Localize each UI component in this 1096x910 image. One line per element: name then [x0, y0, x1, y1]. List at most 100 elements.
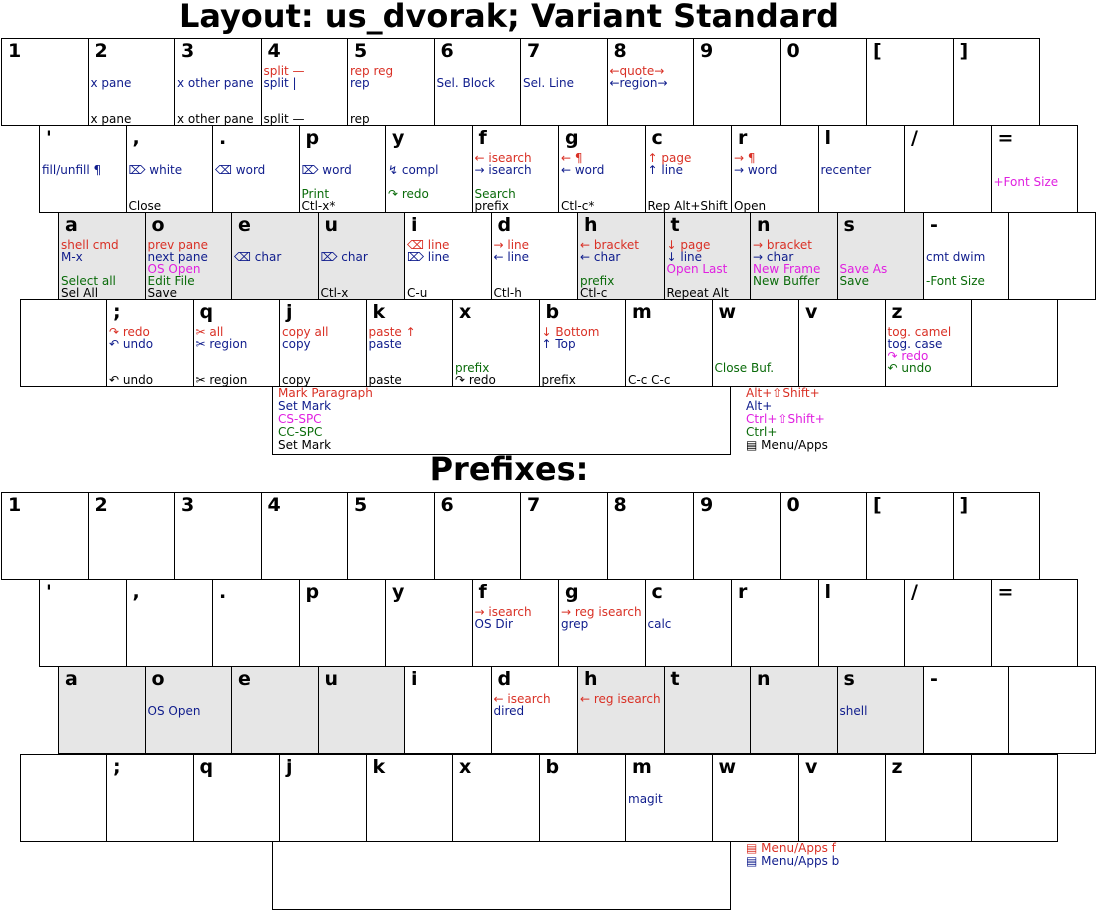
- prefix-key-j: j: [279, 754, 367, 842]
- key-annotation: Sel. Line: [523, 76, 574, 90]
- key-label: =: [997, 581, 1014, 603]
- key-label: x: [459, 756, 472, 778]
- key-annotation: ↷ redo: [109, 325, 150, 339]
- main-key-0: 0: [779, 38, 867, 126]
- key-label: 6: [440, 40, 454, 62]
- key-annotation: tog. camel: [887, 325, 952, 339]
- key-label: -: [930, 214, 938, 236]
- key-annotation: ↯ compl: [388, 163, 439, 177]
- key-label: b: [545, 301, 560, 323]
- key-label: ': [46, 127, 52, 149]
- key-annotation: Sel All: [61, 286, 99, 300]
- key-label: 3: [181, 40, 195, 62]
- key-label: z: [891, 301, 903, 323]
- key-annotation: C-c C-c: [628, 373, 671, 387]
- key-annotation: Search: [474, 187, 516, 201]
- key-label: z: [891, 756, 903, 778]
- main-key-v: v: [798, 299, 886, 387]
- key-annotation: ⌫ line: [407, 238, 450, 252]
- main-key-rbracket: ]: [952, 38, 1040, 126]
- prefix-key-n: n: [750, 666, 838, 754]
- key-annotation: magit: [628, 792, 663, 806]
- key-annotation: rep reg: [350, 64, 394, 78]
- key-annotation: fill/unfill ¶: [42, 163, 102, 177]
- modifier-legend: ▤ Menu/Apps: [746, 438, 828, 452]
- main-key-q: q✂ all✂ region✂ region: [192, 299, 280, 387]
- main-blank-key: [20, 299, 107, 387]
- key-label: 0: [786, 40, 800, 62]
- key-label: ,: [132, 127, 140, 149]
- prefix-key-k: k: [365, 754, 453, 842]
- main-space-key: [272, 386, 731, 455]
- main-key-apostrophe: ' fill/unfill ¶: [39, 125, 127, 213]
- key-annotation: ↷ redo: [455, 373, 496, 387]
- key-label: l: [824, 127, 832, 149]
- key-annotation: split |: [263, 76, 297, 90]
- key-annotation: → isearch: [474, 163, 532, 177]
- key-label: 4: [267, 40, 281, 62]
- key-label: a: [65, 214, 78, 236]
- key-annotation: Save: [839, 274, 869, 288]
- key-annotation: ⌫ char: [234, 250, 282, 264]
- key-label: r: [738, 127, 748, 149]
- prefix-blank-key: [20, 754, 107, 842]
- key-annotation: → isearch: [474, 605, 532, 619]
- prefix-key-minus: -: [923, 666, 1011, 754]
- key-annotation: ← char: [580, 250, 621, 264]
- main-key-period: .⌫ word: [212, 125, 300, 213]
- space-annotation: CS-SPC: [278, 412, 322, 426]
- key-annotation: x other pane: [177, 76, 254, 90]
- key-label: e: [238, 668, 251, 690]
- key-label: i: [411, 214, 418, 236]
- key-annotation: prefix: [580, 274, 615, 288]
- prefix-key-equals: =: [990, 579, 1078, 667]
- key-annotation: Ctl-c: [580, 286, 608, 300]
- key-annotation: → char: [753, 250, 794, 264]
- key-annotation: Open: [734, 199, 767, 213]
- key-label: 6: [440, 494, 454, 516]
- key-label: k: [372, 756, 386, 778]
- key-label: 0: [786, 494, 800, 516]
- key-label: ,: [132, 581, 140, 603]
- key-label: 8: [613, 40, 627, 62]
- modifier-legend: Ctrl+: [746, 425, 778, 439]
- prefix-key-b: b: [538, 754, 626, 842]
- key-label: f: [478, 127, 487, 149]
- key-label: 7: [527, 40, 541, 62]
- key-label: a: [65, 668, 78, 690]
- key-annotation: ↓ Bottom: [541, 325, 600, 339]
- key-annotation: paste: [368, 373, 402, 387]
- key-label: r: [738, 581, 748, 603]
- key-annotation: shell cmd: [61, 238, 119, 252]
- key-annotation: prefix: [541, 373, 576, 387]
- prefix-key-y: y: [385, 579, 473, 667]
- modifier-legend: Ctrl+⇧Shift+: [746, 412, 825, 426]
- key-annotation: ↑ line: [647, 163, 684, 177]
- key-annotation: M-x: [61, 250, 83, 264]
- prefix-key-q: q: [192, 754, 280, 842]
- key-annotation: dired: [493, 704, 525, 718]
- key-label: b: [545, 756, 560, 778]
- key-annotation: copy: [282, 337, 311, 351]
- key-label: ]: [959, 494, 969, 516]
- prefix-key-8: 8: [606, 492, 694, 580]
- key-label: 9: [700, 40, 714, 62]
- key-annotation: OS Open: [147, 704, 201, 718]
- key-annotation: tog. case: [887, 337, 943, 351]
- key-label: e: [238, 214, 251, 236]
- key-annotation: calc: [647, 617, 672, 631]
- key-annotation: prev pane: [147, 238, 209, 252]
- prefix-key-9: 9: [693, 492, 781, 580]
- key-label: j: [286, 756, 293, 778]
- prefix-key-3: 3: [174, 492, 262, 580]
- prefix-key-comma: ,: [125, 579, 213, 667]
- key-label: s: [843, 668, 855, 690]
